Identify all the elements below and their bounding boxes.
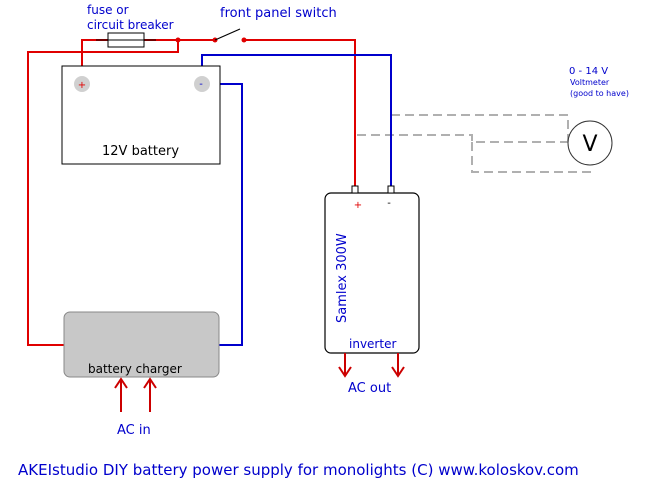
fuse-label-2: circuit breaker <box>87 18 174 32</box>
battery-charger: battery charger <box>63 311 220 378</box>
inverter-box <box>324 192 420 354</box>
charger-label: battery charger <box>88 362 182 376</box>
voltmeter-label: Voltmeter <box>570 78 610 87</box>
inverter-positive-sign: + <box>354 200 362 211</box>
fuse-label: fuse or <box>87 3 129 17</box>
battery: + - 12V battery <box>61 65 221 165</box>
ac-out-arrows <box>338 353 405 378</box>
voltmeter-note: (good to have) <box>570 89 629 98</box>
inverter: + - Samlex 300W inverter <box>324 185 420 354</box>
battery-negative-terminal <box>194 76 210 92</box>
voltmeter-symbol: V <box>582 132 597 157</box>
battery-label: 12V battery <box>102 144 179 159</box>
positive-wire-charger <box>27 40 179 346</box>
battery-positive-terminal <box>74 76 90 92</box>
voltmeter-range-label: 0 - 14 V <box>569 66 608 77</box>
negative-wire-inverter <box>201 54 392 187</box>
voltmeter-wire-negative <box>391 114 569 142</box>
battery-positive-sign: + <box>78 80 86 91</box>
inverter-label: inverter <box>349 337 396 351</box>
voltmeter: V <box>567 120 613 166</box>
voltmeter-circle <box>567 120 613 166</box>
voltmeter-wire-return <box>471 142 591 173</box>
ac-out-label: AC out <box>348 381 391 396</box>
front-switch-label: front panel switch <box>220 6 337 21</box>
positive-wire-inverter <box>244 39 356 187</box>
front-panel-switch <box>214 28 241 41</box>
ac-in-arrows <box>114 377 157 412</box>
negative-wire-charger <box>202 83 243 346</box>
inverter-negative-sign: - <box>387 198 391 209</box>
inverter-negative-terminal <box>387 185 395 194</box>
ac-in-label: AC in <box>117 423 151 438</box>
voltmeter-wiring <box>357 114 591 173</box>
inverter-model: Samlex 300W <box>335 233 350 323</box>
inverter-positive-terminal <box>351 185 359 194</box>
voltmeter-wire-positive <box>357 134 568 143</box>
footer-caption: AKEIstudio DIY battery power supply for … <box>18 461 579 479</box>
charger-box <box>63 311 220 378</box>
battery-negative-sign: - <box>199 79 203 90</box>
